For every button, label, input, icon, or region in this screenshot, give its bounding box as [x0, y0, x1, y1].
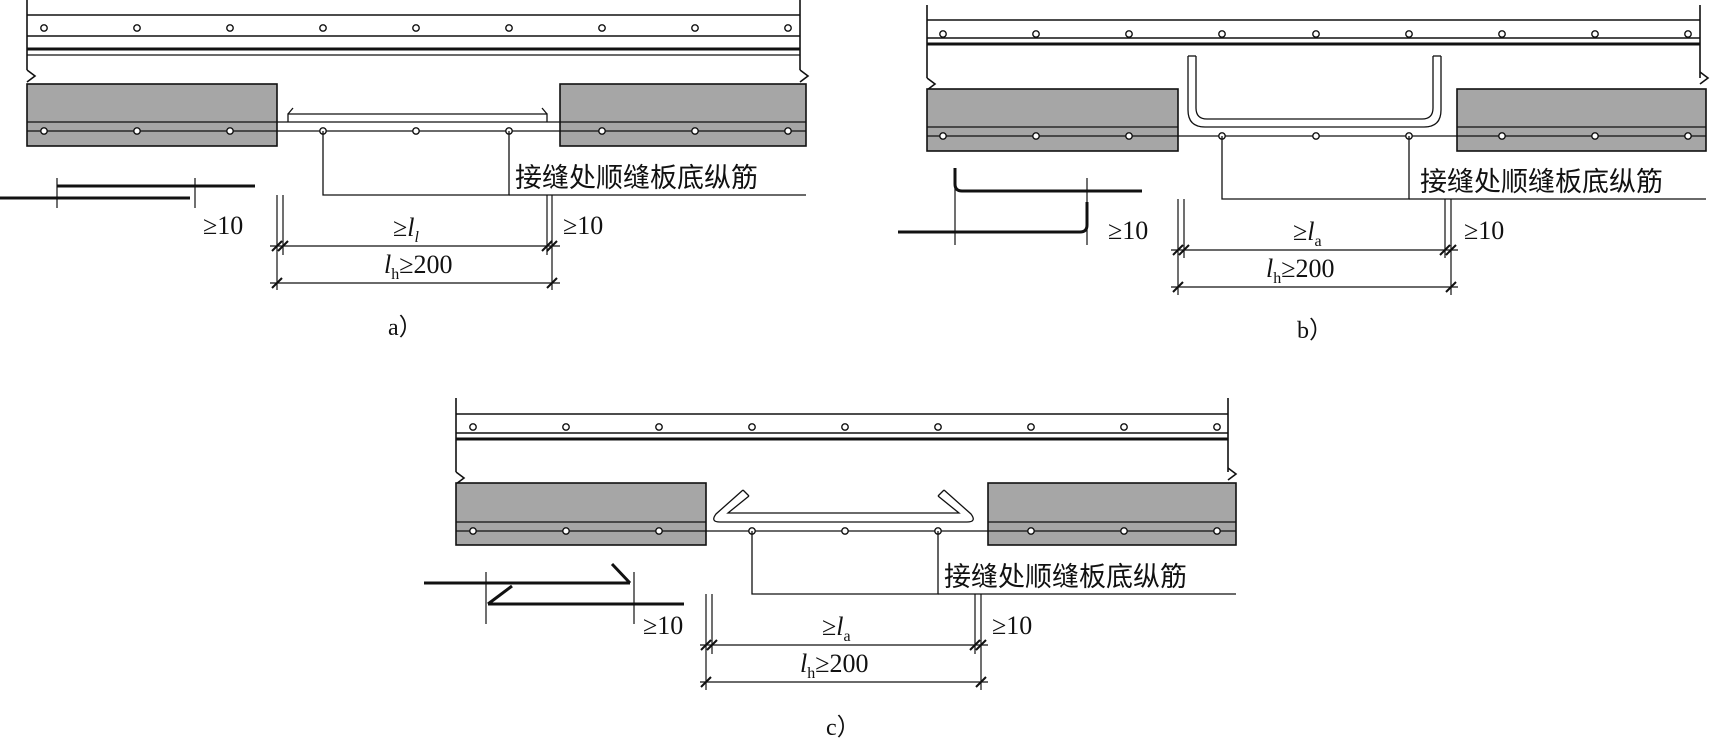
top-rebar-dots: [469, 423, 1221, 431]
min-10-right: ≥10: [563, 211, 603, 240]
min-10-right: ≥10: [1464, 216, 1504, 245]
joint-rebar-90-hook: [1178, 55, 1457, 137]
caption-b: b）: [1297, 318, 1333, 344]
dimension-lines: [700, 594, 988, 690]
joint-rebar-135-hook: [706, 489, 988, 532]
hook-sketch: [898, 168, 1142, 245]
top-rebar-dots: [939, 30, 1692, 38]
precast-slab-right: [987, 482, 1237, 546]
panel-b: 接缝处顺缝板底纵筋 ≥10 ≥10 ≥la lh≥200 b）: [898, 5, 1710, 344]
min-10-right: ≥10: [992, 611, 1032, 640]
precast-slab-right: [559, 83, 807, 147]
label-longitudinal-rebar: 接缝处顺缝板底纵筋: [515, 163, 758, 194]
lh-length: lh≥200: [1266, 254, 1335, 287]
min-10-left: ≥10: [1108, 216, 1148, 245]
lap-length: ≥la: [822, 612, 851, 645]
lap-length: ≥ll: [393, 213, 420, 246]
lap-length: ≥la: [1293, 217, 1322, 250]
panel-c: 接缝处顺缝板底纵筋 ≥10 ≥10 ≥la lh≥200 c）: [424, 398, 1238, 741]
label-longitudinal-rebar: 接缝处顺缝板底纵筋: [944, 562, 1187, 593]
label-leader: [1221, 136, 1706, 200]
label-longitudinal-rebar: 接缝处顺缝板底纵筋: [1420, 167, 1663, 198]
bottom-rebar-dots: [40, 127, 792, 135]
lap-sketch: [0, 178, 255, 208]
lh-length: lh≥200: [800, 649, 869, 682]
top-rebar-dots: [40, 24, 792, 32]
topping-slab: [455, 398, 1238, 485]
joint-rebar: [277, 107, 560, 132]
panel-a: 接缝处顺缝板底纵筋 ≥10 ≥10 ≥ll lh≥200 a）: [0, 0, 810, 341]
dimension-lines: [270, 195, 560, 290]
precast-slab-right: [1456, 88, 1707, 152]
dimension-lines: [1171, 199, 1458, 295]
label-leader: [322, 131, 806, 196]
topping-slab: [26, 0, 810, 83]
caption-c: c）: [826, 715, 861, 741]
hook-sketch: [424, 562, 684, 624]
lh-length: lh≥200: [384, 250, 453, 283]
topping-slab: [926, 5, 1710, 91]
min-10-left: ≥10: [203, 211, 243, 240]
precast-slab-left: [455, 482, 707, 546]
bottom-rebar-dots: [469, 527, 1221, 535]
min-10-left: ≥10: [643, 611, 683, 640]
precast-slab-left: [26, 83, 278, 147]
label-leader: [751, 531, 1236, 595]
precast-slab-left: [926, 88, 1179, 152]
caption-a: a）: [388, 315, 423, 341]
